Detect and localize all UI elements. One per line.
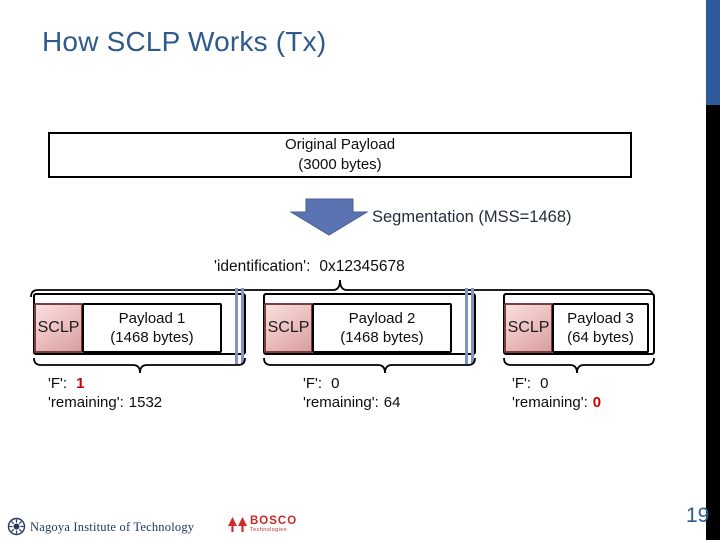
- accent-bar-black: [706, 105, 720, 540]
- packet-3-payload: Payload 3 (64 bytes): [552, 303, 649, 353]
- packet-3: SCLP Payload 3 (64 bytes): [503, 293, 655, 355]
- f-key: 'F':: [303, 375, 323, 392]
- packet-3-sclp-header: SCLP: [504, 303, 553, 353]
- f-value: 1: [76, 375, 85, 392]
- packet-1-fields: 'F': 1 'remaining':1532: [48, 374, 162, 412]
- remaining-key: 'remaining':: [512, 394, 588, 411]
- nagoya-logo-icon: [7, 517, 26, 536]
- identification-label: 'identification': 0x12345678: [214, 258, 405, 276]
- original-payload-box: Original Payload (3000 bytes): [48, 132, 632, 178]
- overbrace: [30, 279, 654, 298]
- f-value: 0: [540, 375, 549, 392]
- packet-2-f-line: 'F': 0: [303, 374, 400, 393]
- packet-2-sclp-header: SCLP: [264, 303, 313, 353]
- packet-1-payload-line2: (1468 bytes): [110, 329, 194, 346]
- company-name: BOSCO: [250, 515, 298, 527]
- packet-2-fields: 'F': 0 'remaining':64: [303, 374, 400, 412]
- remaining-key: 'remaining':: [303, 394, 379, 411]
- packet-3-f-line: 'F': 0: [512, 374, 601, 393]
- remaining-value: 1532: [128, 394, 163, 411]
- packet-2-payload-line1: Payload 2: [348, 310, 416, 327]
- remaining-key: 'remaining':: [48, 394, 124, 411]
- original-payload-line2: (3000 bytes): [298, 156, 382, 173]
- segmentation-label: Segmentation (MSS=1468): [372, 208, 572, 226]
- packet-1-payload-line1: Payload 1: [118, 310, 186, 327]
- break-mark-icon: [465, 288, 474, 364]
- accent-bar-blue: [706, 0, 720, 105]
- packet-1-remaining-line: 'remaining':1532: [48, 393, 162, 412]
- page-number: 19: [686, 504, 710, 527]
- identification-value: 0x12345678: [319, 258, 405, 275]
- packet-1-sclp-header: SCLP: [34, 303, 83, 353]
- university-name: Nagoya Institute of Technology: [30, 520, 195, 534]
- page-title: How SCLP Works (Tx): [42, 26, 327, 57]
- bosco-logo-icon: [228, 517, 247, 532]
- packet-2-payload-line2: (1468 bytes): [340, 329, 424, 346]
- packet-2: SCLP Payload 2 (1468 bytes): [263, 288, 476, 364]
- packet-1-f-line: 'F': 1: [48, 374, 162, 393]
- f-key: 'F':: [48, 375, 68, 392]
- f-key: 'F':: [512, 375, 532, 392]
- identification-key: 'identification':: [214, 258, 311, 275]
- packet-1: SCLP Payload 1 (1468 bytes): [33, 288, 246, 364]
- remaining-value: 0: [592, 394, 602, 411]
- original-payload-line1: Original Payload: [284, 136, 396, 153]
- underbrace-2: [263, 357, 476, 374]
- company-name-block: BOSCO Technologies: [250, 515, 298, 533]
- company-subname: Technologies: [250, 527, 287, 533]
- break-mark-icon: [235, 288, 244, 364]
- packet-3-remaining-line: 'remaining':0: [512, 393, 601, 412]
- packet-3-payload-line2: (64 bytes): [567, 329, 634, 346]
- packet-2-remaining-line: 'remaining':64: [303, 393, 400, 412]
- underbrace-3: [503, 357, 655, 374]
- down-arrow-icon: [290, 198, 368, 236]
- packet-3-fields: 'F':0 'remaining':0: [512, 374, 601, 412]
- remaining-value: 64: [383, 394, 401, 411]
- packet-3-payload-line1: Payload 3: [567, 310, 634, 327]
- packet-1-payload: Payload 1 (1468 bytes): [82, 303, 222, 353]
- f-value: 0: [331, 375, 340, 392]
- underbrace-1: [33, 357, 246, 374]
- packet-2-payload: Payload 2 (1468 bytes): [312, 303, 452, 353]
